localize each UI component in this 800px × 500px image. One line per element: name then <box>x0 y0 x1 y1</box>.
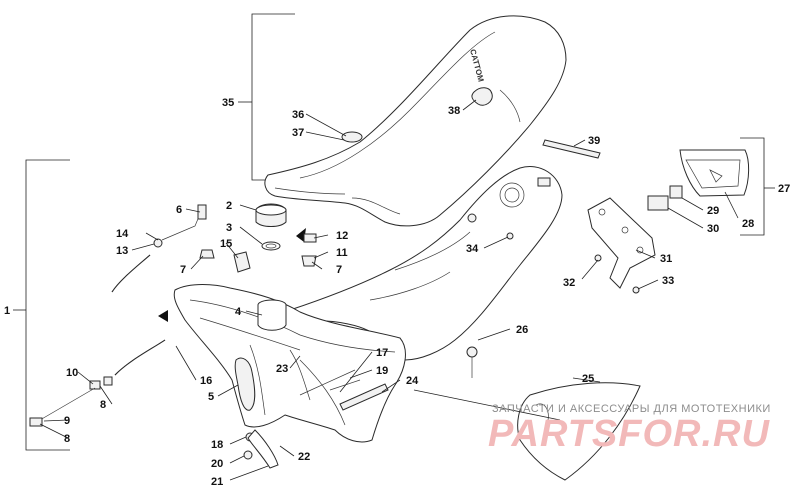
callout-27: 27 <box>778 183 790 195</box>
callout-7b: 7 <box>336 264 342 276</box>
callout-14: 14 <box>116 228 129 240</box>
callout-20: 20 <box>211 458 223 470</box>
callout-39: 39 <box>588 135 600 147</box>
callout-26: 26 <box>516 324 528 336</box>
bracket-group-27 <box>740 137 775 236</box>
vent-valve <box>296 228 317 267</box>
bracket-group-1 <box>13 159 70 451</box>
callout-18: 18 <box>211 439 223 451</box>
callout-8b: 8 <box>64 433 70 445</box>
callout-36: 36 <box>292 109 304 121</box>
callout-35: 35 <box>222 97 234 109</box>
drain-hose <box>114 310 168 376</box>
callout-38: 38 <box>448 105 460 117</box>
callout-1: 1 <box>4 305 10 317</box>
callout-12: 12 <box>336 230 348 242</box>
callout-13: 13 <box>116 245 128 257</box>
callout-16: 16 <box>200 375 212 387</box>
callout-33: 33 <box>662 275 674 287</box>
vent-hose <box>111 204 251 293</box>
callout-7a: 7 <box>180 264 186 276</box>
callout-32: 32 <box>563 277 575 289</box>
callout-11: 11 <box>336 247 348 259</box>
callout-8a: 8 <box>100 399 106 411</box>
callout-4: 4 <box>235 306 242 318</box>
fuel-cap <box>255 203 287 251</box>
callout-31: 31 <box>660 253 672 265</box>
fuel-line <box>29 376 113 427</box>
callout-24: 24 <box>406 375 419 387</box>
watermark-logo: PARTSFOR.RU <box>488 413 770 455</box>
callout-37: 37 <box>292 127 304 139</box>
bracket-group-35 <box>238 13 295 181</box>
watermark-subtitle: ЗАПЧАСТИ И АКСЕССУАРЫ ДЛЯ МОТОТЕХНИКИ <box>492 403 771 415</box>
callout-3: 3 <box>226 222 232 234</box>
callout-23: 23 <box>276 363 288 375</box>
mounting-hardware <box>243 346 478 469</box>
callout-17: 17 <box>376 347 388 359</box>
leader-lines <box>39 99 739 481</box>
callout-22: 22 <box>298 451 310 463</box>
license-bracket <box>587 197 656 294</box>
callout-9: 9 <box>64 415 70 427</box>
callout-19: 19 <box>376 365 388 377</box>
callout-25: 25 <box>582 373 594 385</box>
callout-28: 28 <box>742 218 754 230</box>
callout-10: 10 <box>66 367 78 379</box>
callout-29: 29 <box>707 205 719 217</box>
callout-6: 6 <box>176 204 182 216</box>
callout-5: 5 <box>208 391 214 403</box>
trim-strip <box>542 139 601 159</box>
callout-2: 2 <box>226 200 232 212</box>
seat: CATTOM <box>264 15 567 227</box>
callout-15: 15 <box>220 238 232 250</box>
callout-34: 34 <box>466 243 479 255</box>
callout-21: 21 <box>211 476 223 488</box>
taillight <box>647 149 750 211</box>
callout-labels: 1 2 3 4 5 6 7 7 8 8 9 10 11 12 13 14 15 … <box>4 97 790 488</box>
callout-30: 30 <box>707 223 719 235</box>
